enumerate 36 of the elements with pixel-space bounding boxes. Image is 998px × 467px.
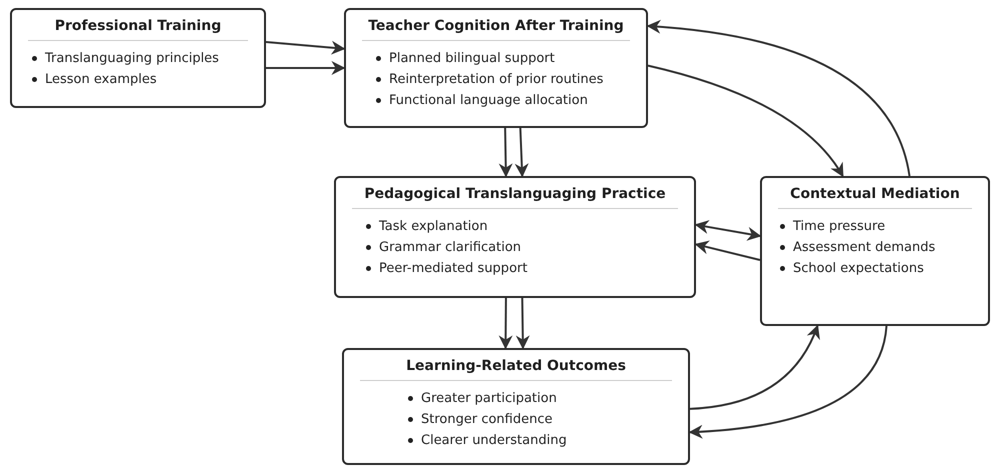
arrow — [498, 298, 513, 350]
process-box — [342, 348, 690, 465]
box-heading: Professional Training — [28, 18, 248, 41]
bullet-text: Peer-mediated support — [379, 260, 528, 278]
process-box — [10, 8, 266, 108]
arrow — [690, 324, 820, 410]
process-box — [334, 176, 696, 298]
arrow — [694, 240, 760, 261]
bullet-text: Clearer understanding — [421, 432, 567, 450]
bullet-text: Grammar clarification — [379, 239, 522, 257]
bullet-text: Time pressure — [793, 218, 886, 236]
box-heading: Teacher Cognition After Training — [362, 18, 630, 41]
arrow — [498, 128, 513, 178]
bullet-text: Greater participation — [421, 390, 557, 408]
bullet-text: Reinterpretation of prior routines — [389, 71, 604, 89]
bullet-text: Translanguaging principles — [45, 50, 219, 68]
arrow — [646, 20, 910, 176]
bullet-text: Lesson examples — [45, 71, 157, 89]
box-heading: Contextual Mediation — [778, 186, 972, 209]
process-box — [344, 8, 648, 128]
box-heading: Learning-Related Outcomes — [360, 358, 672, 381]
bullet-text: Stronger confidence — [421, 411, 552, 429]
bullet-text: School expectations — [793, 260, 924, 278]
bullet-text: Assessment demands — [793, 239, 936, 257]
bullet-text: Functional language allocation — [389, 92, 588, 110]
arrow — [516, 298, 530, 350]
process-box — [760, 176, 990, 326]
bullet-text: Planned bilingual support — [389, 50, 555, 68]
arrow — [688, 326, 888, 438]
arrow — [266, 61, 346, 75]
arrow — [648, 64, 844, 178]
box-heading: Pedagogical Translanguaging Practice — [352, 186, 678, 209]
bullet-text: Task explanation — [379, 218, 488, 236]
arrow — [266, 40, 346, 55]
arrow — [514, 128, 529, 178]
arrow — [694, 220, 762, 241]
